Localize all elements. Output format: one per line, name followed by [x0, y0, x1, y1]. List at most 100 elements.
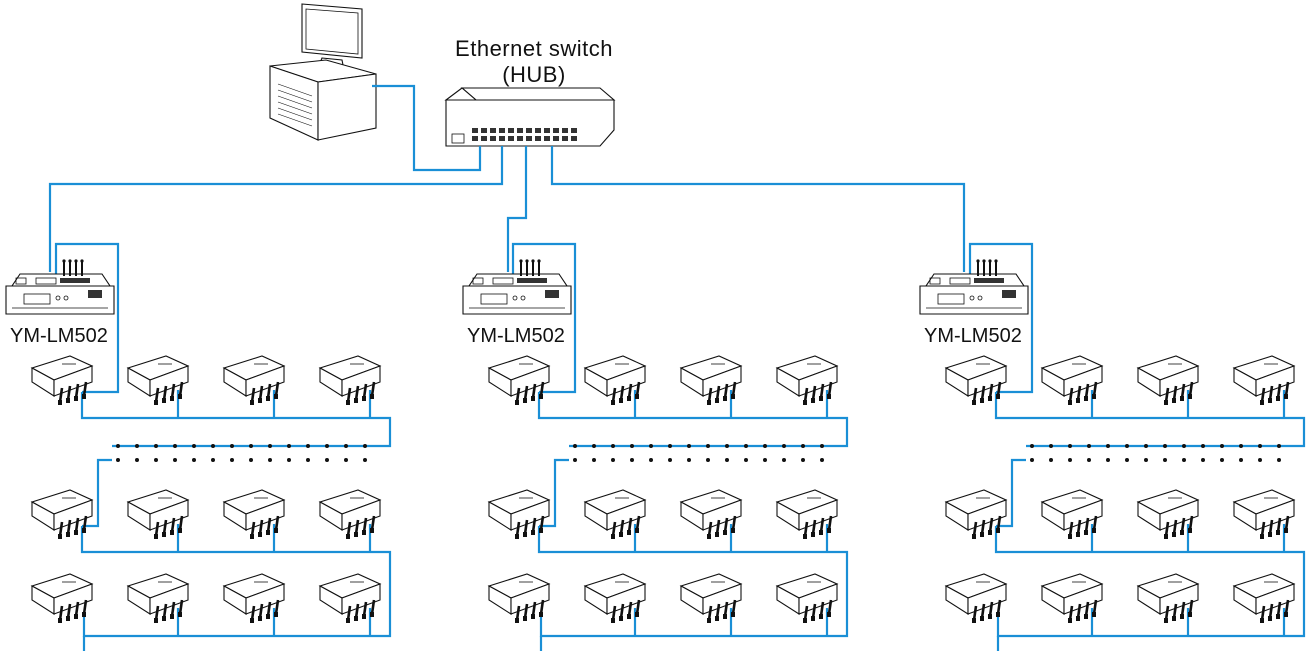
- receiver-chain-cable: [994, 392, 1306, 448]
- receiver-chain-cable: [996, 458, 1026, 528]
- receiver-box-icon: [679, 355, 743, 405]
- controller-group: YM-LM502: [5, 242, 392, 651]
- continuation-dot: [801, 444, 805, 448]
- continuation-dot: [1144, 458, 1148, 462]
- continuation-dot: [1106, 444, 1110, 448]
- controller-label: YM-LM502: [467, 325, 565, 347]
- continuation-dot: [230, 444, 234, 448]
- continuation-dot: [649, 444, 653, 448]
- continuation-dot: [1277, 444, 1281, 448]
- receiver-box-icon: [679, 489, 743, 539]
- continuation-dot: [1068, 444, 1072, 448]
- receiver-box-icon: [318, 573, 382, 623]
- continuation-dot: [763, 458, 767, 462]
- continuation-dot: [116, 458, 120, 462]
- continuation-dot: [211, 444, 215, 448]
- hub-title-line1: Ethernet switch: [455, 36, 613, 61]
- continuation-dot: [1068, 458, 1072, 462]
- continuation-dot: [173, 458, 177, 462]
- receiver-box-icon: [583, 489, 647, 539]
- hub-to-controller-1-cable: [48, 146, 504, 272]
- continuation-dot: [611, 458, 615, 462]
- continuation-dot: [1087, 444, 1091, 448]
- computer-icon: [269, 3, 377, 141]
- continuation-dot: [1220, 444, 1224, 448]
- continuation-dot: [782, 444, 786, 448]
- continuation-dot: [1201, 458, 1205, 462]
- continuation-dot: [630, 458, 634, 462]
- continuation-dot: [573, 444, 577, 448]
- continuation-dot: [249, 444, 253, 448]
- receiver-box-icon: [1232, 489, 1296, 539]
- continuation-dot: [1125, 458, 1129, 462]
- continuation-dot: [135, 458, 139, 462]
- hub-title-line2: (HUB): [502, 62, 566, 87]
- controller-label: YM-LM502: [10, 325, 108, 347]
- continuation-dot: [268, 444, 272, 448]
- controller-group: YM-LM502: [462, 242, 849, 651]
- receiver-box-icon: [775, 573, 839, 623]
- receiver-box-icon: [1136, 355, 1200, 405]
- continuation-dot: [820, 458, 824, 462]
- continuation-dot: [1201, 444, 1205, 448]
- receiver-box-icon: [222, 489, 286, 539]
- controller-box-icon: [462, 259, 572, 315]
- continuation-dot: [306, 458, 310, 462]
- continuation-dot: [725, 458, 729, 462]
- continuation-dot: [801, 458, 805, 462]
- pc-to-hub-cable: [372, 84, 482, 172]
- receiver-box-icon: [487, 355, 551, 405]
- ethernet-switch-icon: [444, 87, 616, 147]
- continuation-dot: [1049, 458, 1053, 462]
- continuation-dot: [1163, 458, 1167, 462]
- receiver-box-icon: [126, 573, 190, 623]
- receiver-box-icon: [583, 573, 647, 623]
- receiver-box-icon: [583, 355, 647, 405]
- receiver-box-icon: [126, 489, 190, 539]
- continuation-dot: [668, 458, 672, 462]
- controller-box-icon: [919, 259, 1029, 315]
- receiver-box-icon: [318, 355, 382, 405]
- continuation-dot: [1239, 444, 1243, 448]
- continuation-dot: [325, 444, 329, 448]
- continuation-dot: [782, 458, 786, 462]
- receiver-box-icon: [30, 355, 94, 405]
- continuation-dot: [649, 458, 653, 462]
- receiver-chain-cable: [996, 612, 1284, 638]
- continuation-dot: [1030, 444, 1034, 448]
- continuation-dot: [706, 458, 710, 462]
- continuation-dot: [287, 458, 291, 462]
- continuation-dot: [687, 444, 691, 448]
- continuation-dot: [1239, 458, 1243, 462]
- receiver-box-icon: [318, 489, 382, 539]
- receiver-box-icon: [1136, 573, 1200, 623]
- continuation-dot: [116, 444, 120, 448]
- hub-to-controller-2-cable: [506, 146, 528, 272]
- continuation-dot: [287, 444, 291, 448]
- receiver-chain-cable: [994, 526, 1306, 638]
- continuation-dot: [1106, 458, 1110, 462]
- controller-output-cable: [511, 242, 577, 394]
- receiver-box-icon: [775, 355, 839, 405]
- continuation-dot: [249, 458, 253, 462]
- receiver-box-icon: [1040, 489, 1104, 539]
- controller-output-cable: [54, 242, 120, 394]
- continuation-dot: [763, 444, 767, 448]
- receiver-box-icon: [1232, 355, 1296, 405]
- continuation-dot: [325, 458, 329, 462]
- continuation-dot: [706, 444, 710, 448]
- continuation-dot: [1049, 444, 1053, 448]
- continuation-dot: [1182, 444, 1186, 448]
- receiver-box-icon: [944, 573, 1008, 623]
- controller-group: YM-LM502: [919, 242, 1306, 651]
- receiver-box-icon: [487, 489, 551, 539]
- continuation-dot: [1258, 444, 1262, 448]
- continuation-dot: [1144, 444, 1148, 448]
- continuation-dot: [668, 444, 672, 448]
- receiver-chain-cable: [82, 458, 112, 528]
- continuation-dot: [192, 444, 196, 448]
- continuation-dot: [592, 458, 596, 462]
- continuation-dot: [192, 458, 196, 462]
- receiver-box-icon: [1040, 573, 1104, 623]
- receiver-box-icon: [1040, 355, 1104, 405]
